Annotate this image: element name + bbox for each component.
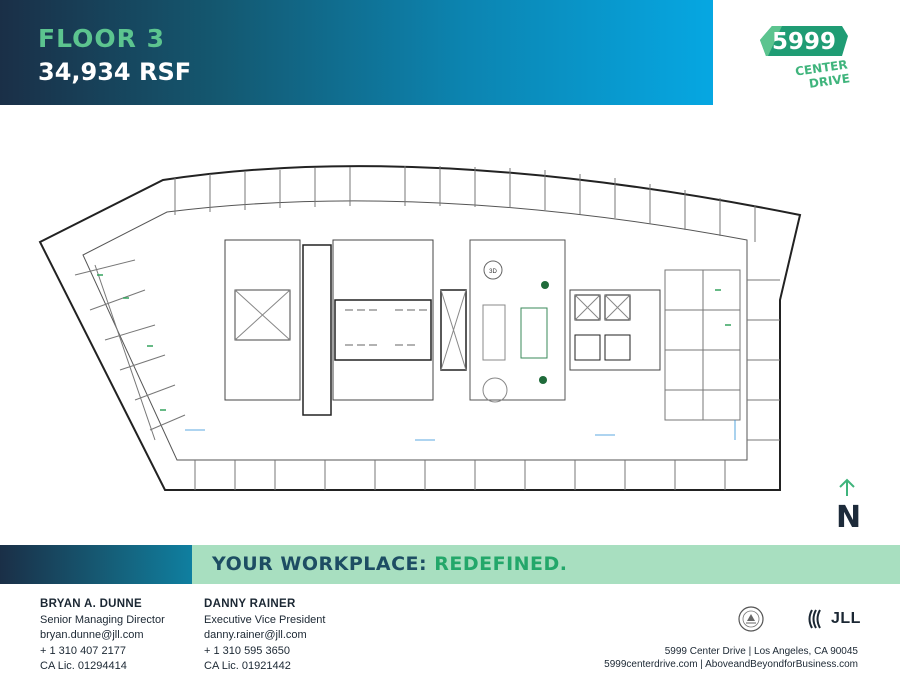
tagline: YOUR WORKPLACE: REDEFINED. [212,553,568,575]
rentable-square-feet: 34,934 RSF [38,58,192,86]
contact-license: CA Lic. 01921442 [204,660,291,672]
tagline-main: YOUR WORKPLACE: [212,553,435,575]
banner-accent [0,545,192,584]
contact-card: BRYAN A. DUNNE Senior Managing Director … [40,597,165,675]
leed-seal-icon [738,606,764,632]
contact-phone[interactable]: + 1 310 595 3650 [204,644,290,657]
contact-card: DANNY RAINER Executive Vice President da… [204,597,325,675]
jll-brand: JLL [831,610,861,627]
floor-title: FLOOR 3 [38,24,165,53]
contact-license: CA Lic. 01294414 [40,660,127,672]
contact-email[interactable]: danny.rainer@jll.com [204,629,307,641]
logo-line2: DRIVE [808,71,851,90]
floor-plan: 3D [38,165,802,491]
contact-email[interactable]: bryan.dunne@jll.com [40,629,144,641]
north-arrow-icon [839,478,855,496]
jll-logo: JLL [806,606,861,632]
jll-mark-icon [808,609,821,629]
contact-title: Senior Managing Director [40,613,165,626]
contact-name: DANNY RAINER [204,598,296,610]
contact-name: BRYAN A. DUNNE [40,598,142,610]
logo-number: 5999 [772,29,836,55]
address-line: 5999 Center Drive | Los Angeles, CA 9004… [664,646,858,657]
room-label: 3D [489,269,497,275]
website-line[interactable]: 5999centerdrive.com | AboveandBeyondforB… [604,659,858,670]
header-banner [0,0,713,105]
center-drive-logo: 5999 CENTER DRIVE [760,26,851,90]
tagline-banner [192,545,900,584]
north-label: N [836,500,862,535]
contact-title: Executive Vice President [204,613,326,626]
tagline-accent: REDEFINED. [434,553,568,575]
address-block: 5999 Center Drive | Los Angeles, CA 9004… [604,645,858,671]
contact-phone[interactable]: + 1 310 407 2177 [40,644,126,657]
